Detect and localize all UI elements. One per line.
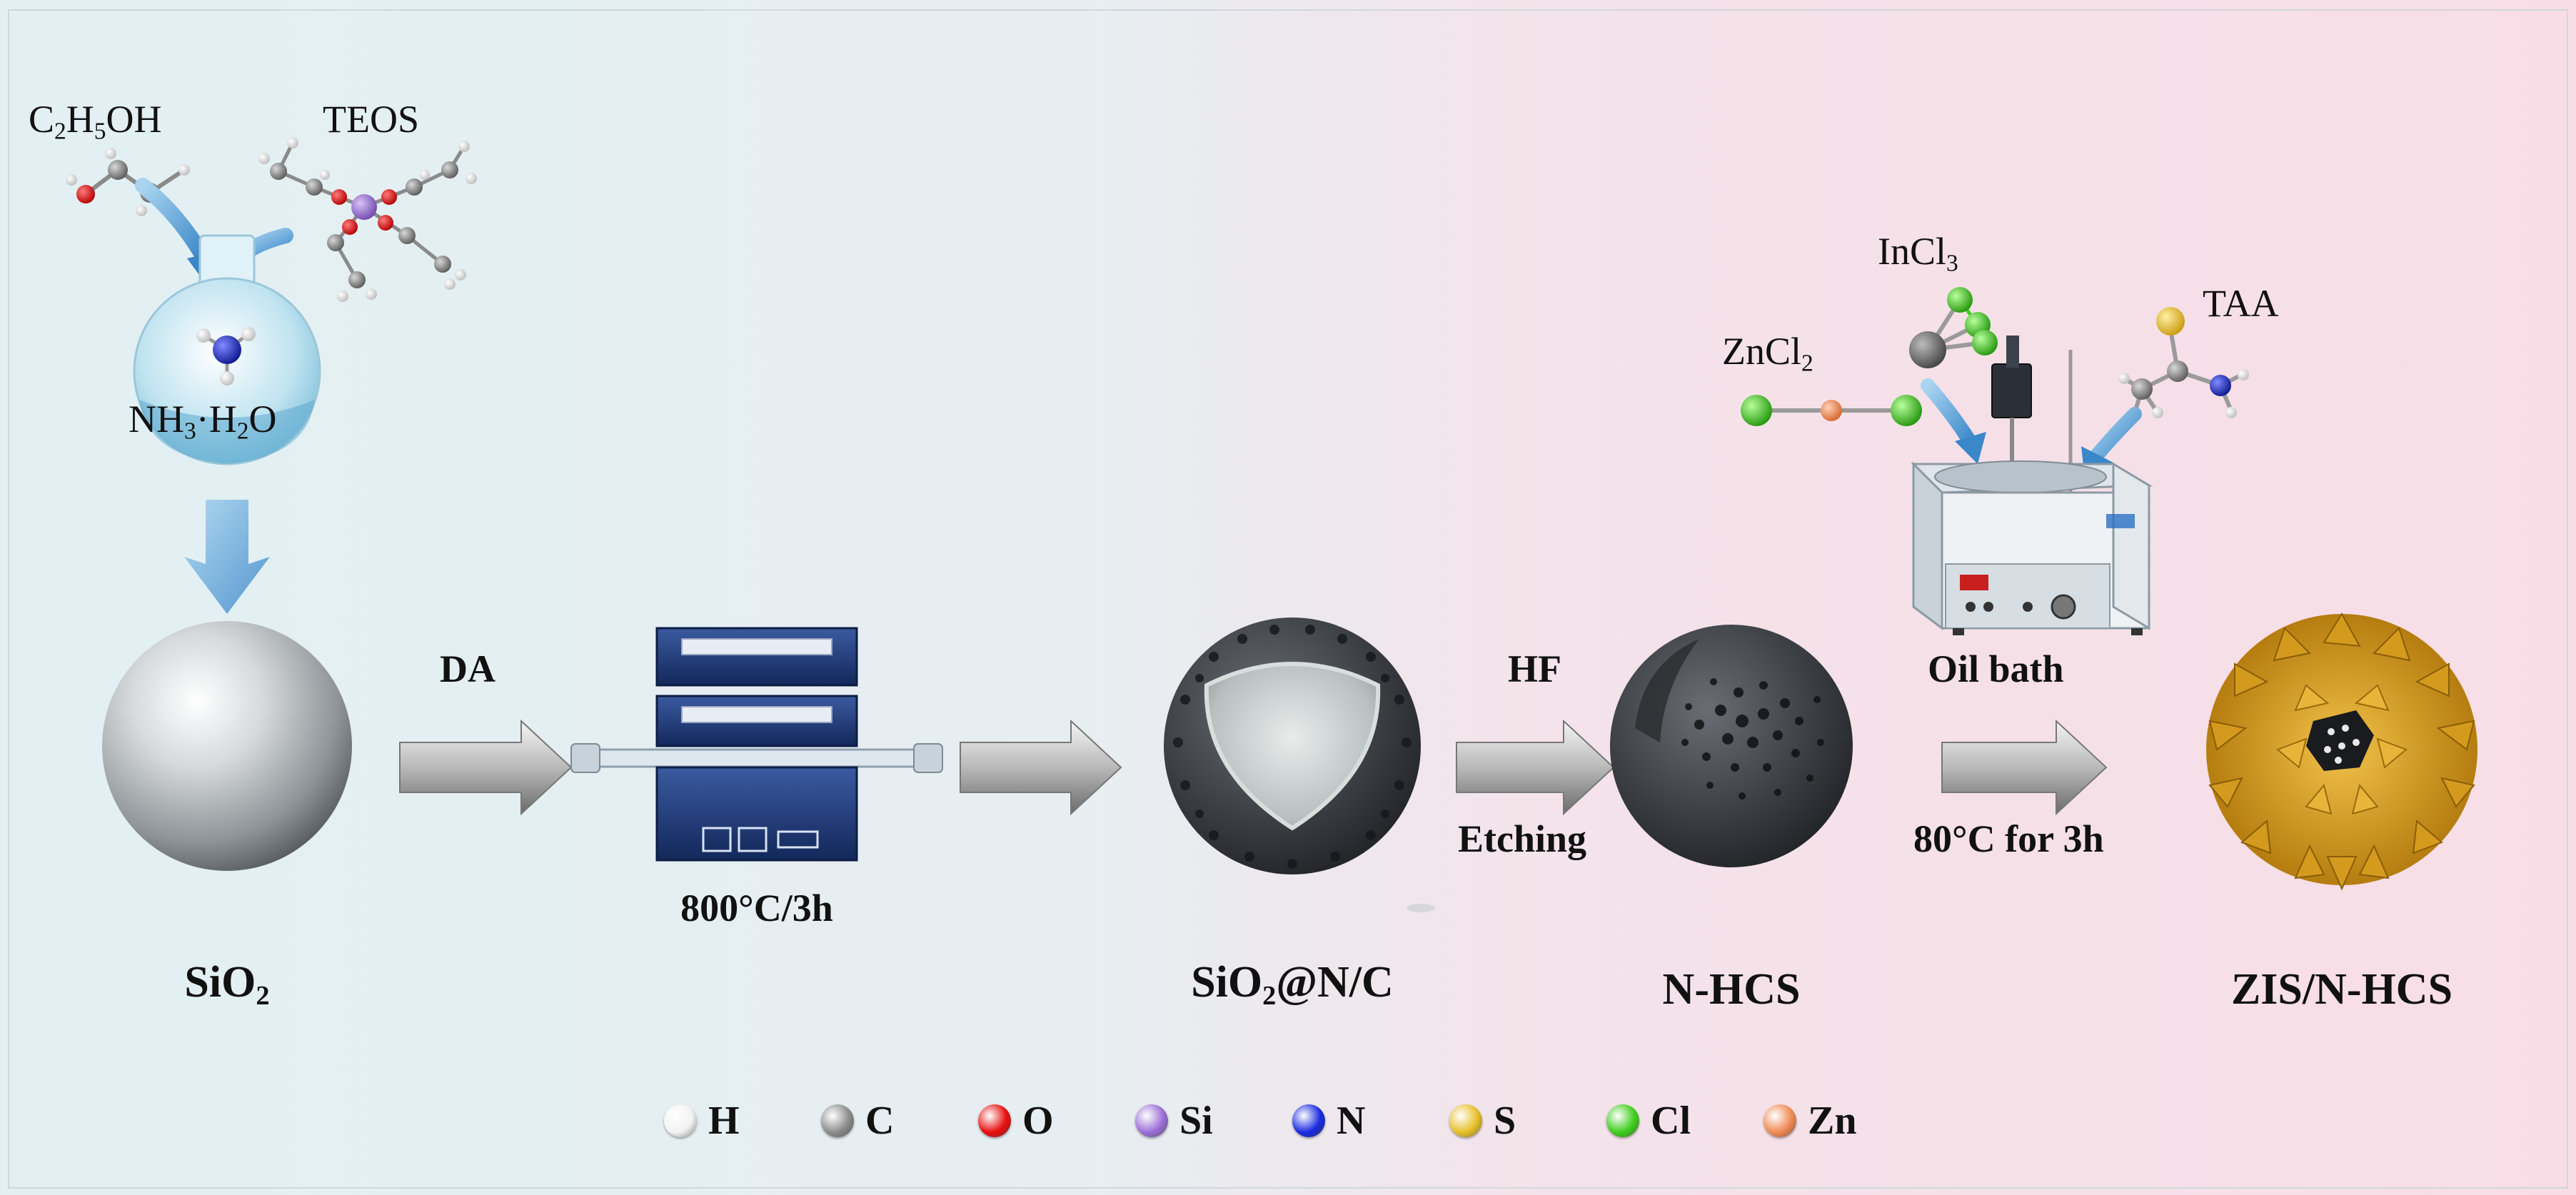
step-etching-label: Etching: [1458, 817, 1587, 860]
taa-label: TAA: [2203, 282, 2279, 325]
legend-label-o: O: [1022, 1099, 1054, 1143]
legend-label-n: N: [1337, 1099, 1366, 1143]
legend-swatch-n: [1292, 1104, 1325, 1137]
legend-swatch-zn: [1764, 1104, 1796, 1137]
legend-swatch-h: [664, 1104, 697, 1137]
legend-item-n: N: [1292, 1092, 1365, 1149]
zncl2-molecule: [1741, 395, 1922, 426]
zis-nhcs-flower: [2206, 612, 2477, 891]
element-legend: H C O Si N S Cl Zn: [664, 1092, 1921, 1149]
legend-swatch-s: [1449, 1104, 1482, 1137]
teos-label: TEOS: [323, 98, 419, 141]
ethanol-label: C2H5OH: [29, 98, 162, 145]
ammonia-atoms: [196, 327, 256, 385]
sio2-nc-sphere: [1164, 617, 1421, 874]
nhcs-sphere: [1610, 625, 1853, 867]
shadow-mark: [1407, 904, 1435, 912]
legend-label-h: H: [708, 1099, 740, 1143]
down-arrow-icon: [184, 500, 270, 614]
incl3-molecule: [1909, 287, 1998, 368]
step-da-label: DA: [440, 647, 495, 690]
step-oil-bath-label: Oil bath: [1928, 647, 2064, 690]
arrow-oil-bath: [1941, 719, 2108, 816]
frame: [8, 9, 2568, 1189]
product-sio2-label: SiO2: [184, 958, 270, 1011]
legend-swatch-o: [978, 1104, 1011, 1137]
legend-swatch-c: [821, 1104, 854, 1137]
product-zis-nhcs-label: ZIS/N-HCS: [2230, 965, 2453, 1014]
legend-item-zn: Zn: [1764, 1092, 1857, 1149]
zncl2-label: ZnCl2: [1722, 330, 1813, 377]
reagent-arrow-left: [135, 178, 211, 265]
legend-swatch-si: [1135, 1104, 1168, 1137]
legend-label-zn: Zn: [1808, 1099, 1857, 1143]
legend-label-cl: Cl: [1651, 1099, 1691, 1143]
bath-arrowhead-left: [1955, 432, 1986, 464]
legend-item-cl: Cl: [1606, 1092, 1691, 1149]
sio2-sphere: [102, 621, 352, 871]
legend-label-c: C: [865, 1099, 895, 1143]
legend-item-h: H: [664, 1092, 740, 1149]
legend-item-s: S: [1449, 1092, 1516, 1149]
bath-arrow-right: [2088, 407, 2142, 464]
arrow-calcination: [960, 719, 1122, 816]
bath-arrow-left: [1921, 378, 1978, 450]
product-sio2-nc-label: SiO2@N/C: [1191, 958, 1394, 1011]
arrow-da: [399, 719, 573, 816]
tube-furnace-icon: [570, 627, 943, 862]
step-oil-bath-condition-label: 80°C for 3h: [1913, 817, 2104, 860]
legend-item-c: C: [821, 1092, 894, 1149]
legend-item-si: Si: [1135, 1092, 1213, 1149]
legend-swatch-cl: [1606, 1104, 1639, 1137]
incl3-label: InCl3: [1878, 230, 1958, 277]
taa-atoms: [2118, 307, 2249, 420]
arrow-hf: [1456, 719, 1615, 816]
legend-label-s: S: [1494, 1099, 1516, 1143]
product-nhcs-label: N-HCS: [1662, 965, 1801, 1014]
step-hf-label: HF: [1508, 647, 1561, 690]
teos-atoms: [258, 137, 477, 302]
step-calcination-label: 800°C/3h: [680, 887, 833, 929]
legend-item-o: O: [978, 1092, 1054, 1149]
legend-label-si: Si: [1179, 1099, 1213, 1143]
ammonia-label: NH3·H2O: [129, 398, 277, 445]
oil-bath-icon: [1911, 336, 2153, 635]
